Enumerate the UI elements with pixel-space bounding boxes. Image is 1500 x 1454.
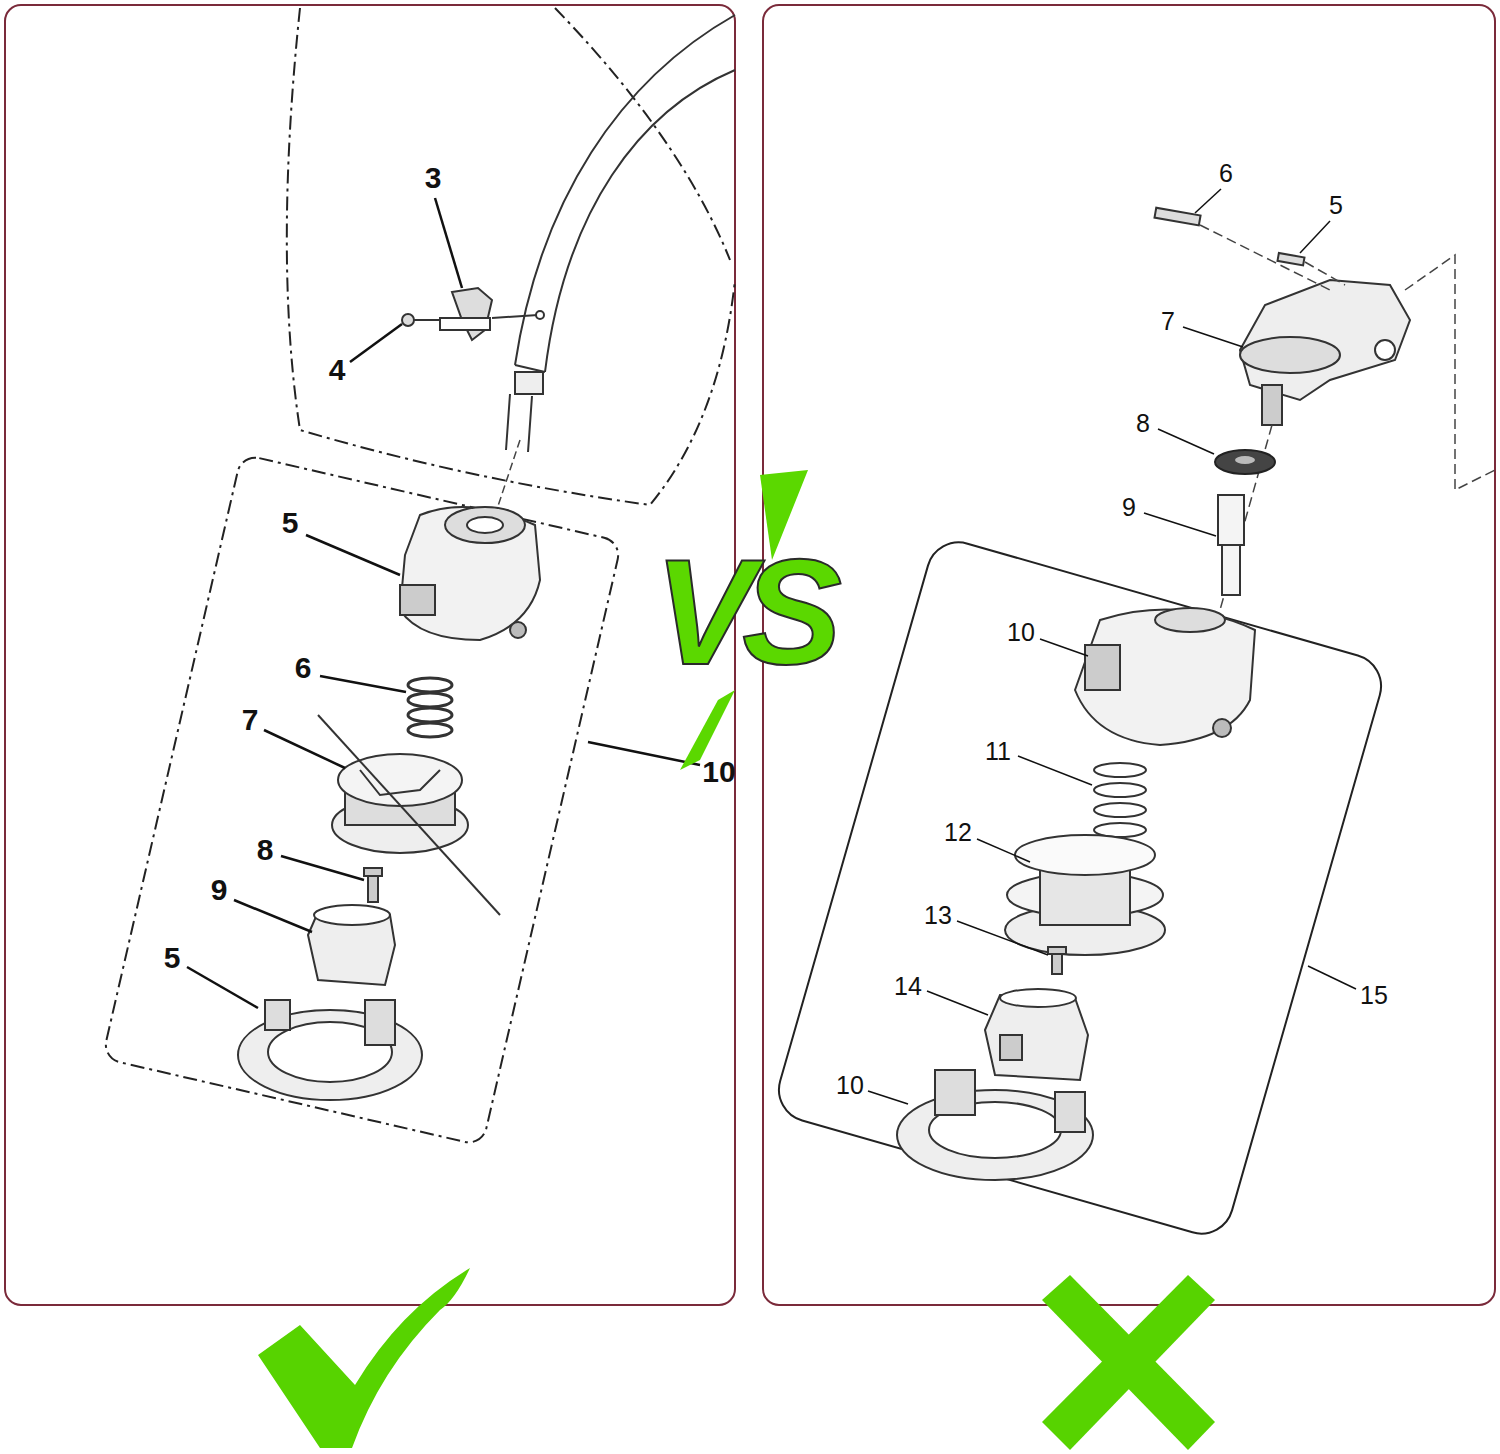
versus-logo: VS — [654, 537, 830, 687]
left-panel — [5, 5, 735, 1305]
callout-number: 3 — [425, 163, 442, 193]
callout-number: 12 — [944, 820, 972, 845]
callout-number: 13 — [924, 903, 952, 928]
callout-number: 4 — [329, 355, 346, 385]
callout-number: 8 — [1136, 411, 1150, 436]
callout-number: 5 — [1329, 193, 1343, 218]
callout-number: 8 — [257, 835, 274, 865]
callout-number: 14 — [894, 974, 922, 999]
callout-number: 10 — [702, 757, 735, 787]
callout-number: 10 — [836, 1073, 864, 1098]
callout-number: 6 — [1219, 161, 1233, 186]
callout-number: 11 — [985, 739, 1011, 764]
callout-number: 10 — [1007, 620, 1035, 645]
callout-number: 9 — [1122, 495, 1136, 520]
callout-number: 5 — [164, 943, 181, 973]
cross-mark — [1042, 1275, 1215, 1450]
callout-number: 7 — [1161, 309, 1175, 334]
callout-number: 5 — [282, 508, 299, 538]
callout-number: 9 — [211, 875, 228, 905]
callout-number: 7 — [242, 705, 259, 735]
callout-number: 6 — [295, 653, 312, 683]
right-panel — [763, 5, 1495, 1305]
callout-number: 15 — [1360, 983, 1388, 1008]
check-mark — [258, 1268, 470, 1448]
